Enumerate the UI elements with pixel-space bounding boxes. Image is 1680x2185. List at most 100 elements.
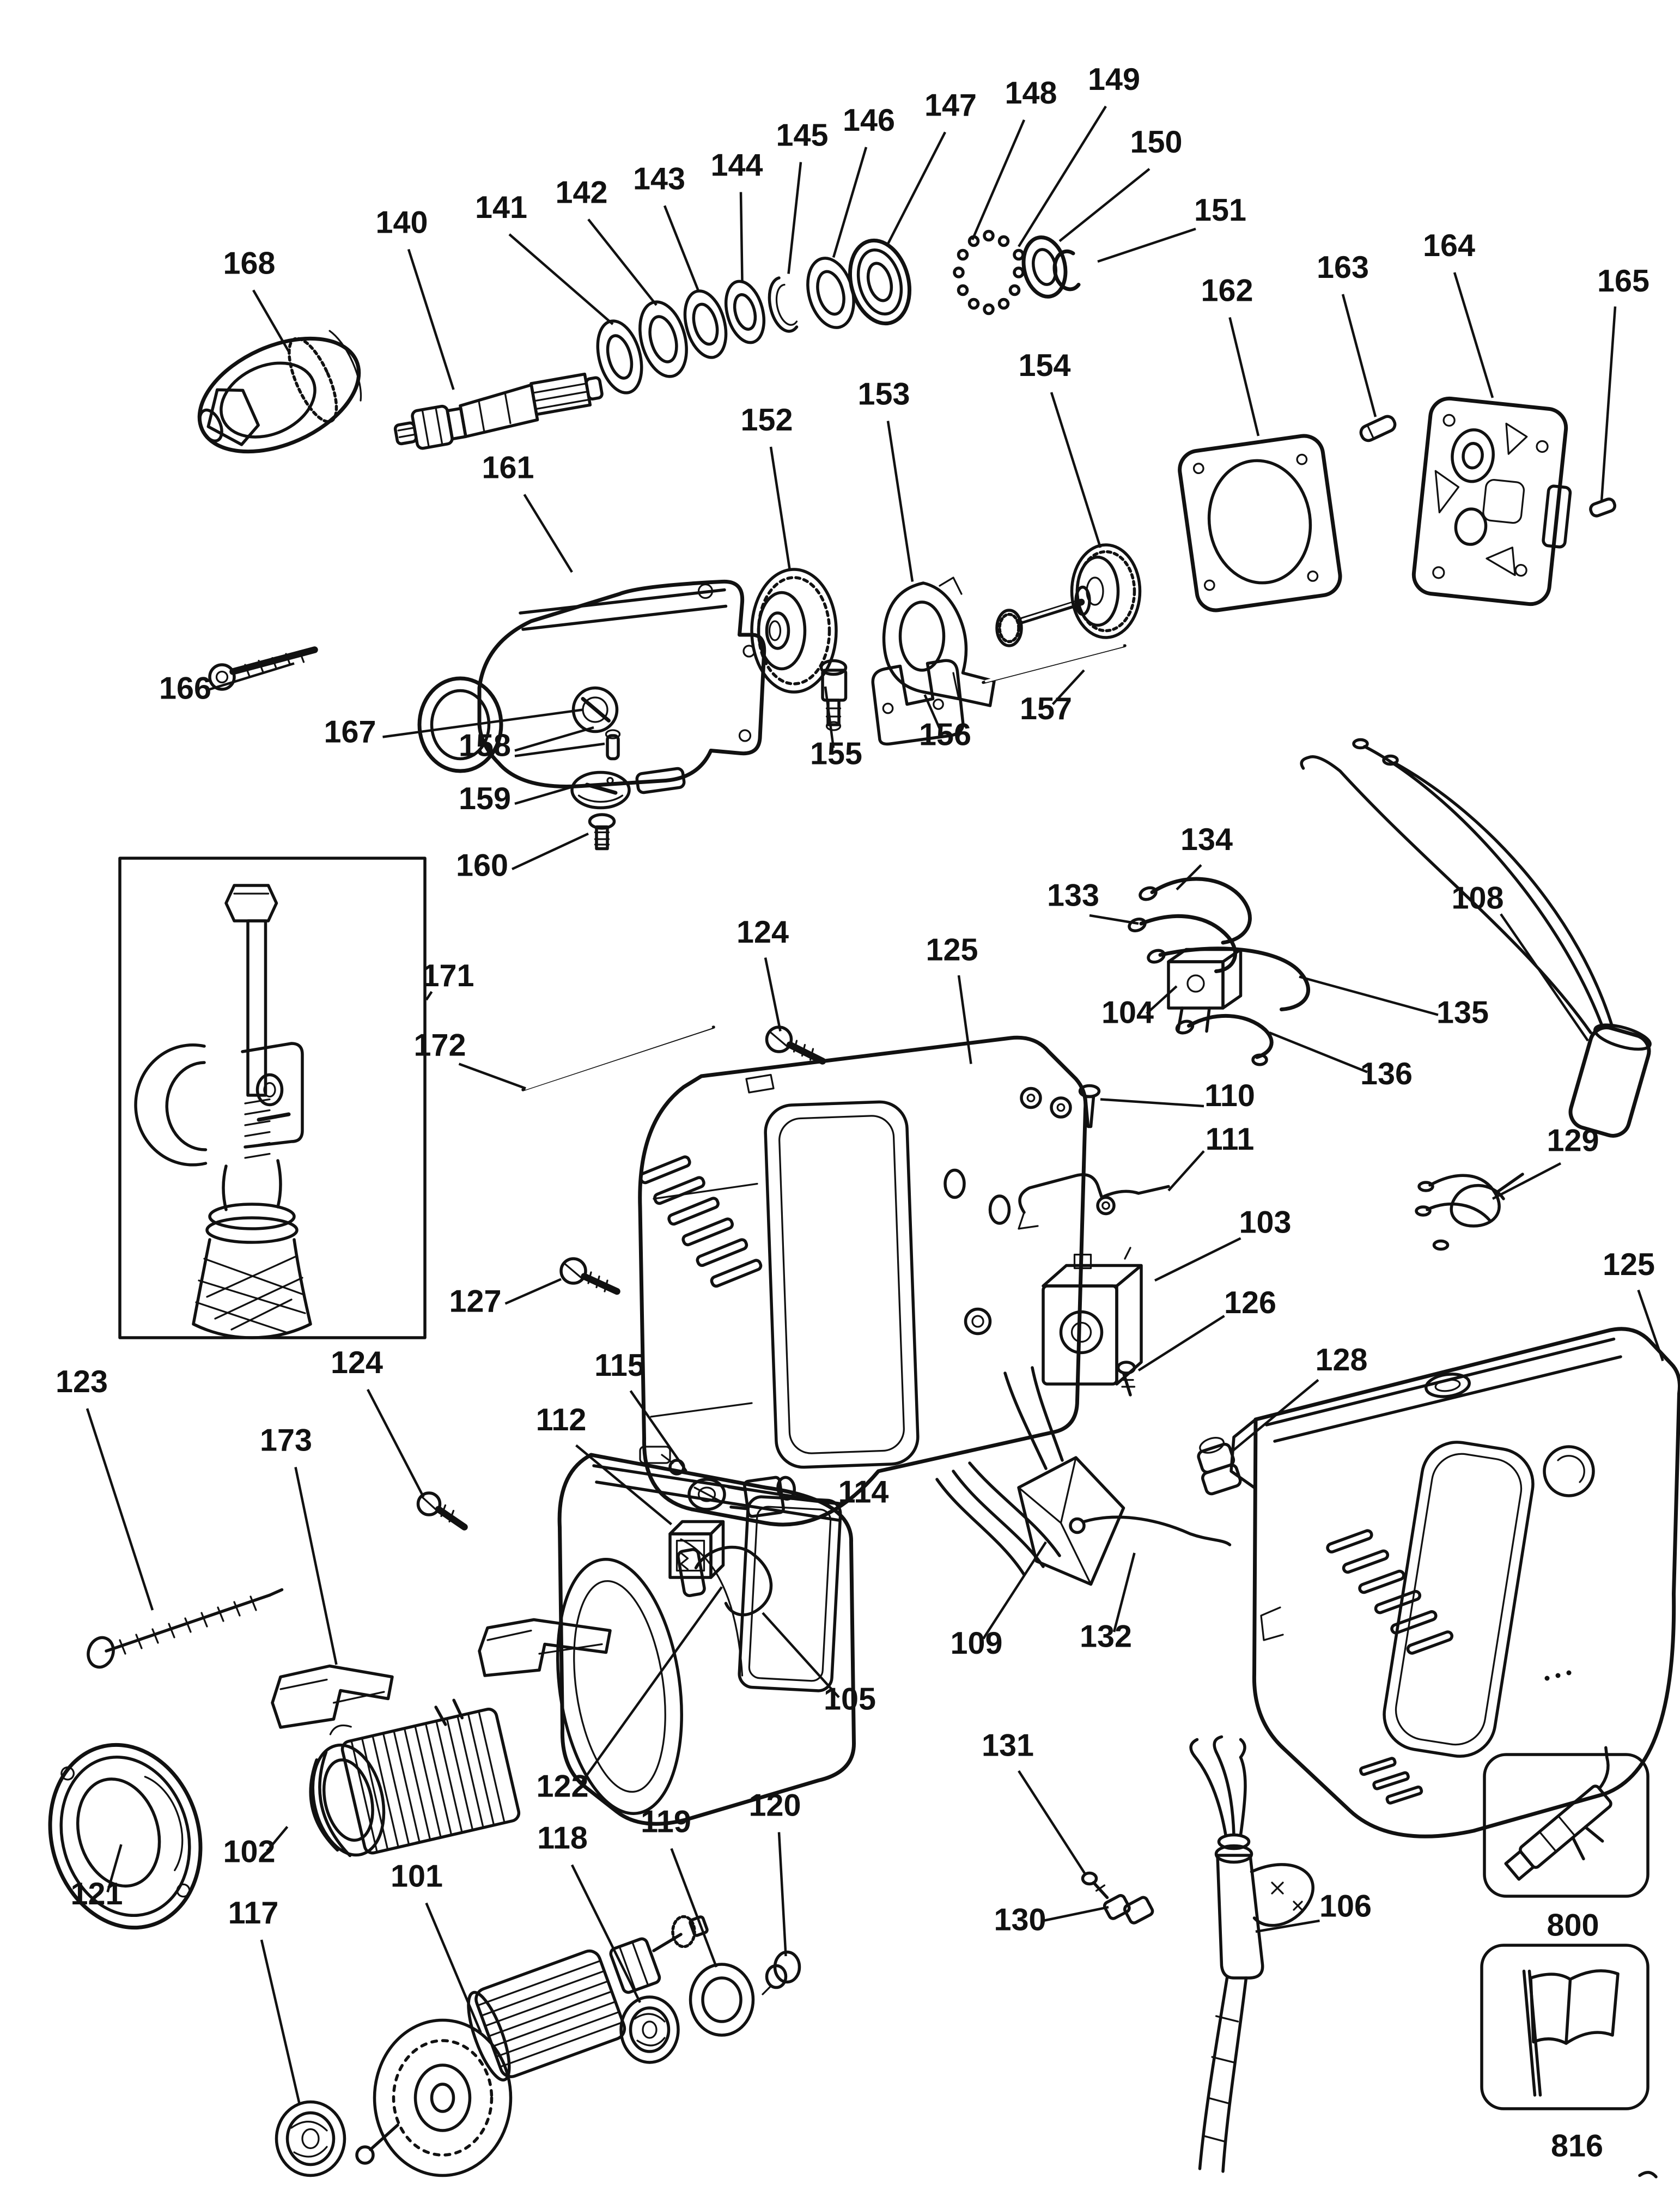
leader-line	[971, 119, 1026, 240]
leader-line	[382, 708, 583, 738]
leader-line	[514, 786, 571, 805]
screw-166-drawing	[208, 646, 318, 691]
callout-142: 142	[556, 175, 608, 210]
callout-134: 134	[1180, 822, 1233, 857]
chuck-drawing	[197, 330, 362, 454]
callout-135: 135	[1436, 996, 1489, 1030]
callout-101: 101	[391, 1859, 443, 1894]
callout-167: 167	[324, 715, 376, 750]
end-cap-drawing	[48, 1743, 203, 1930]
right-housing-drawing	[1229, 1327, 1680, 1838]
leader-line	[425, 1902, 482, 2033]
leader-line	[1112, 1552, 1136, 1632]
wire-132-drawing	[1069, 1515, 1232, 1546]
leader-line	[886, 421, 914, 582]
callout-171: 171	[422, 958, 474, 993]
grease-applicator-icon	[1504, 1746, 1612, 1881]
capacitor-drawing	[1300, 738, 1652, 1138]
leader-line	[1051, 669, 1085, 706]
leader-line	[579, 1586, 723, 1786]
stray-mark	[1638, 2171, 1658, 2178]
leader-line	[1018, 105, 1107, 247]
leader-line	[1230, 1379, 1319, 1453]
bearing-118-drawing	[619, 1995, 680, 2064]
leader-line	[1500, 913, 1589, 1042]
callout-124-lower: 124	[331, 1345, 383, 1380]
callout-163: 163	[1317, 250, 1369, 285]
bumper-pad-lower-drawing	[478, 1618, 612, 1677]
leader-line	[1176, 864, 1202, 891]
leader-line	[1050, 392, 1102, 548]
screw-127-drawing	[559, 1257, 620, 1295]
motor-shell-drawing	[556, 1446, 856, 1826]
leader-line	[824, 686, 835, 748]
leader-line	[523, 494, 573, 573]
inset-box-816	[1480, 1944, 1649, 2110]
callout-152: 152	[741, 403, 793, 438]
callout-109: 109	[951, 1626, 1003, 1661]
callout-117: 117	[228, 1896, 279, 1931]
stator-drawing	[309, 1698, 521, 1858]
bearing-117-drawing	[275, 2100, 346, 2177]
gasket-drawing	[1178, 434, 1342, 612]
callout-156: 156	[919, 718, 971, 752]
callout-172: 172	[414, 1028, 466, 1063]
callout-159: 159	[459, 781, 511, 816]
leader-line	[514, 726, 594, 752]
leader-lines	[86, 105, 1664, 2105]
disc-159-drawing	[570, 770, 631, 810]
leader-line	[886, 131, 947, 245]
leader-line	[670, 1848, 718, 1968]
callout-147: 147	[924, 88, 977, 123]
leader-line	[209, 662, 295, 691]
callout-162: 162	[1201, 274, 1253, 308]
callout-800: 800	[1547, 1908, 1599, 1943]
leader-line	[1100, 1098, 1204, 1108]
callout-153: 153	[858, 377, 910, 412]
callout-114: 114	[838, 1475, 889, 1510]
leader-line	[1600, 306, 1617, 502]
switch-103-drawing	[1042, 1247, 1143, 1386]
leader-line	[1137, 1315, 1225, 1371]
bushing-120-drawing	[762, 1950, 801, 1995]
wire-harness-drawing	[1128, 877, 1311, 1066]
leader-line	[769, 446, 792, 571]
callout-125: 125	[926, 933, 978, 968]
callout-140: 140	[376, 205, 428, 240]
leader-line	[106, 1844, 123, 1893]
callout-119: 119	[641, 1805, 691, 1840]
leader-line	[260, 1939, 301, 2105]
leader-line	[425, 991, 433, 1001]
leader-line	[1018, 1770, 1087, 1876]
callout-143: 143	[633, 162, 685, 197]
module-109-drawing	[1003, 1366, 1125, 1586]
inset-box-800	[1483, 1746, 1649, 1898]
screw-131-drawing	[1081, 1871, 1109, 1899]
ring-119-drawing	[689, 1963, 755, 2037]
leader-line	[1167, 1150, 1205, 1192]
connector-128-drawing	[1197, 1437, 1242, 1496]
callout-126: 126	[1224, 1285, 1276, 1320]
callout-149: 149	[1088, 62, 1140, 97]
callout-144: 144	[711, 148, 763, 183]
callout-122: 122	[537, 1769, 589, 1804]
leader-line	[629, 1390, 687, 1472]
callout-164: 164	[1423, 228, 1475, 263]
callout-108: 108	[1452, 881, 1504, 916]
gear-cover-drawing	[1411, 396, 1572, 606]
leader-line	[957, 975, 972, 1064]
callout-110: 110	[1204, 1078, 1255, 1113]
leader-line	[266, 1826, 289, 1852]
leader-line	[1058, 168, 1151, 242]
leader-line	[1269, 1031, 1368, 1073]
leader-line	[1097, 227, 1196, 263]
gear-shaft-drawing	[995, 543, 1142, 647]
leader-line	[504, 1278, 562, 1305]
leader-line	[575, 1444, 672, 1526]
leader-line	[762, 1612, 840, 1698]
leader-line	[1089, 914, 1139, 925]
leader-line	[789, 1497, 838, 1506]
callout-104: 104	[1101, 996, 1154, 1030]
pin-110-drawing	[1078, 1084, 1101, 1128]
